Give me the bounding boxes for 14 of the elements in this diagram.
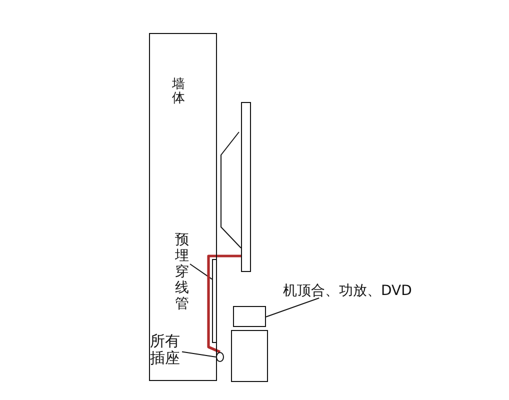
socket-symbol xyxy=(216,352,224,362)
cable-line xyxy=(207,254,241,354)
leader-line xyxy=(190,264,212,280)
wall-block xyxy=(149,33,217,381)
equipment-box xyxy=(233,306,266,327)
leader-line xyxy=(182,351,216,358)
conduit-label: 预埋穿线管 xyxy=(174,232,190,312)
wall-label: 墙体 xyxy=(171,78,186,106)
conduit-pipe xyxy=(212,259,217,343)
socket-label: 所有插座 xyxy=(150,333,182,367)
tv-panel xyxy=(241,102,251,272)
leader-line xyxy=(266,298,320,318)
equipment-label: 机顶合、功放、DVD xyxy=(283,284,412,298)
equipment-box xyxy=(231,330,268,382)
